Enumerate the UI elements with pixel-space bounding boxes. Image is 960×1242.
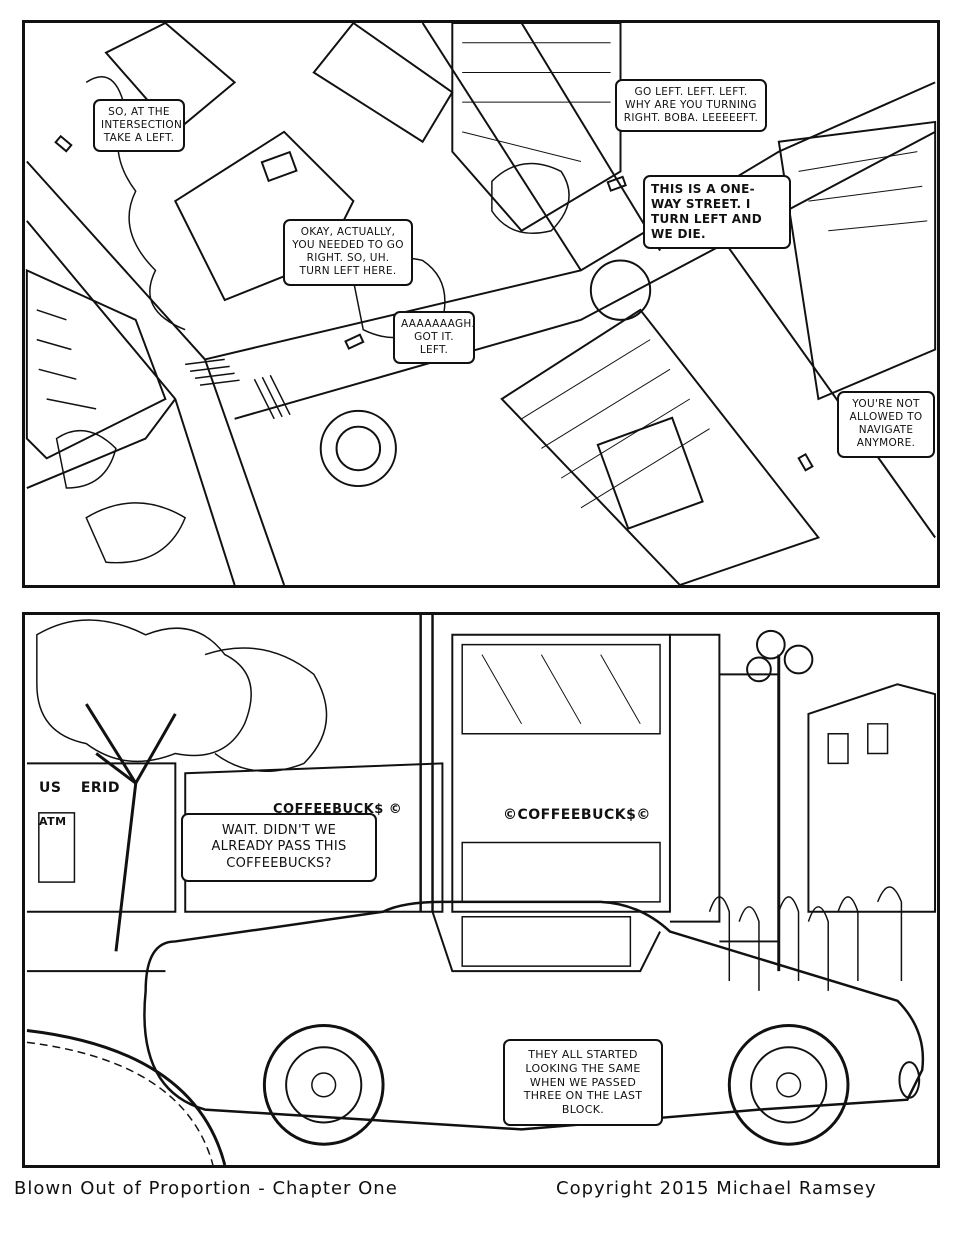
speech-bubble-already-passed: Wait. Didn't we already pass this Coffee… (181, 813, 377, 882)
aerial-city-drawing (25, 23, 937, 585)
speech-bubble-go-left: Go left. Left. Left. Why are you turning… (615, 79, 767, 133)
speech-bubble-aaaagh: Aaaaaaagh. Got it. Left. (393, 311, 475, 365)
bank-sign: US ERID (39, 780, 121, 796)
speech-bubble-looking-the-same: They all started looking the same when w… (503, 1039, 663, 1126)
panel-street-level: US ERID ATM COFFEEBUCK$ © ©COFFEEBUCK$© … (22, 612, 940, 1168)
panel-aerial-intersection: So, at the intersection, take a left. Ok… (22, 20, 940, 588)
speech-bubble-take-left: So, at the intersection, take a left. (93, 99, 185, 153)
street-scene-drawing (26, 615, 937, 1165)
atm-sign: ATM (39, 815, 67, 828)
coffeebucks-sign-center: ©COFFEEBUCK$© (503, 807, 651, 823)
speech-bubble-go-right: Okay, actually, you needed to go right. … (283, 219, 413, 286)
footer-copyright: Copyright 2015 Michael Ramsey (556, 1178, 877, 1199)
footer-title: Blown Out of Proportion - Chapter One (14, 1178, 398, 1199)
speech-bubble-one-way-street: This is a one-way street. I turn left an… (643, 175, 791, 249)
speech-bubble-not-allowed-to-navigate: You're not allowed to navigate anymore. (837, 391, 935, 458)
